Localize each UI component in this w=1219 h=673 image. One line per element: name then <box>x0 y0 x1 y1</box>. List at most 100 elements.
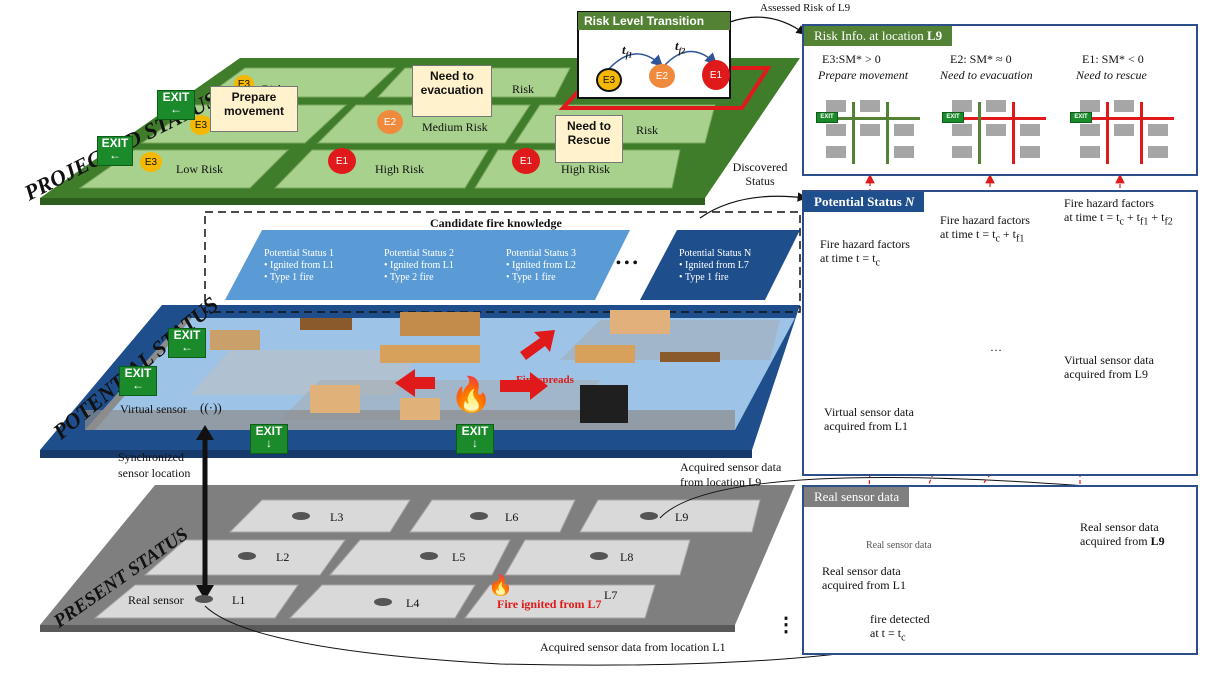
server-racks <box>580 385 628 423</box>
exit-sign-projected-2: EXIT← <box>97 136 133 166</box>
zone-high-risk-1: High Risk <box>375 162 425 176</box>
transition-e3: E3 <box>596 68 622 92</box>
shelf-unit-2 <box>300 318 352 330</box>
boxes-1 <box>310 385 360 413</box>
marker-e1-b: E1 <box>512 148 540 174</box>
fire-icon-potential: 🔥 <box>450 377 493 414</box>
fire-ignited-label: Fire ignited from L7 <box>497 597 602 611</box>
zone-risk-2: Risk <box>512 82 535 96</box>
wifi-icon-virtual: ((·)) <box>200 400 222 415</box>
floorplan-exit-1: EXIT <box>816 112 838 123</box>
smoke-detector-l2 <box>238 552 256 560</box>
hazard-1-label: Fire hazard factors at time t = tc <box>820 237 910 269</box>
desk-cluster-3 <box>660 352 720 362</box>
present-slab <box>40 485 795 632</box>
smoke-detector-l8 <box>590 552 608 560</box>
callout-need-evacuation: Need to evacuation <box>412 65 492 117</box>
marker-e1-a: E1 <box>328 148 356 174</box>
discovered-arrow <box>699 192 808 219</box>
rs-stack-text: Real sensor data <box>866 540 932 551</box>
floorplan-exit-3: EXIT <box>1070 112 1092 123</box>
transition-tf1: tf1 <box>622 42 633 60</box>
risk-col-1-code: E3:SM* > 0 <box>822 52 881 66</box>
desk-cluster-1 <box>380 345 480 363</box>
candidate-dashed-box <box>204 211 801 313</box>
zone-low-risk: Low Risk <box>176 162 224 176</box>
status-cards <box>225 230 800 300</box>
risk-col-2-action: Need to evacuation <box>940 68 1033 82</box>
callout-prepare-movement: Prepare movement <box>210 86 298 132</box>
risk-col-1-action: Prepare movement <box>818 68 909 82</box>
room-l8: L8 <box>620 550 634 564</box>
marker-e3-mid: E3 <box>190 115 212 135</box>
smoke-detector-l5 <box>420 552 438 560</box>
risk-col-3-code: E1: SM* < 0 <box>1082 52 1144 66</box>
acquired-l1-label: Acquired sensor data from location L1 <box>540 640 726 654</box>
transition-title: Risk Level Transition <box>584 14 705 28</box>
floorplan-1-paths <box>812 90 930 170</box>
exit-sign-potential-3: EXIT↓ <box>250 424 288 454</box>
room-l7: L7 <box>604 588 618 602</box>
exit-sign-potential-1: EXIT← <box>168 328 206 358</box>
smoke-detector-l6 <box>470 512 488 520</box>
room-l9: L9 <box>675 510 689 524</box>
transition-tf2: tf2 <box>675 38 686 56</box>
status-ellipsis: • • • <box>616 256 638 271</box>
exit-sign-potential-4: EXIT↓ <box>456 424 494 454</box>
real-sensor-label: Real sensor <box>128 593 184 607</box>
marker-e2: E2 <box>377 110 403 134</box>
potential-status-n: Potential Status N• Ignited from L7• Typ… <box>679 248 752 283</box>
transition-e2: E2 <box>649 64 675 88</box>
floorplan-exit-2: EXIT <box>942 112 964 123</box>
transition-e1: E1 <box>702 60 730 90</box>
risk-col-3-action: Need to rescue <box>1076 68 1147 82</box>
discovered-status-label: Discovered Status <box>732 160 788 188</box>
room-l3: L3 <box>330 510 344 524</box>
potential-status-3: Potential Status 3• Ignited from L2• Typ… <box>506 248 576 283</box>
exit-sign-potential-2: EXIT← <box>119 366 157 396</box>
candidate-title: Candidate fire knowledge <box>430 216 562 230</box>
potential-n-title: Potential Status N <box>804 192 925 212</box>
shelf-unit-1 <box>210 330 260 350</box>
virtual-sensor-label: Virtual sensor <box>120 402 187 416</box>
floorplan-3-paths <box>1066 90 1184 170</box>
smoke-detector-l3 <box>292 512 310 520</box>
fire-icon-present: 🔥 <box>488 575 513 597</box>
hazard-2-label: Fire hazard factors at time t = tc + tf1 <box>940 213 1030 245</box>
boxes-2 <box>400 398 440 420</box>
hazard-dots: … <box>990 340 1002 354</box>
smoke-detector-l9 <box>640 512 658 520</box>
callout-need-rescue: Need to Rescue <box>555 115 623 163</box>
potential-status-1: Potential Status 1• Ignited from L1• Typ… <box>264 248 334 283</box>
risk-col-2-code: E2: SM* ≈ 0 <box>950 52 1012 66</box>
shelf-unit-3 <box>400 312 480 336</box>
present-vdots: ⋮ <box>776 614 796 636</box>
smoke-detector-l4 <box>374 598 392 606</box>
floorplan-2-paths <box>938 90 1056 170</box>
zone-risk-3: Risk <box>636 123 659 137</box>
exit-sign-projected-1: EXIT← <box>157 90 195 120</box>
marker-e3-low: E3 <box>140 152 162 172</box>
hazard-3-label: Fire hazard factors at time t = tc + tf1… <box>1064 196 1173 228</box>
real-sensor-panel: Real sensor data <box>802 485 1198 655</box>
zone-high-risk-2: High Risk <box>561 162 611 176</box>
shelf-unit-4 <box>610 310 670 334</box>
room-l1: L1 <box>232 593 246 607</box>
room-l2: L2 <box>276 550 290 564</box>
fire-spread-arrows <box>395 330 555 400</box>
room-l6: L6 <box>505 510 519 524</box>
room-l5: L5 <box>452 550 466 564</box>
fire-spreads-label: Fire spreads <box>516 374 574 386</box>
real-sensor-title: Real sensor data <box>804 487 910 507</box>
potential-status-2: Potential Status 2• Ignited from L1• Typ… <box>384 248 454 283</box>
acquired-l9-curve <box>659 477 1139 519</box>
risk-info-title: Risk Info. at location L9 <box>804 26 953 46</box>
desk-cluster-2 <box>575 345 635 363</box>
sync-arrow <box>196 425 214 600</box>
assessed-arrow <box>729 16 806 35</box>
room-l4: L4 <box>406 596 420 610</box>
